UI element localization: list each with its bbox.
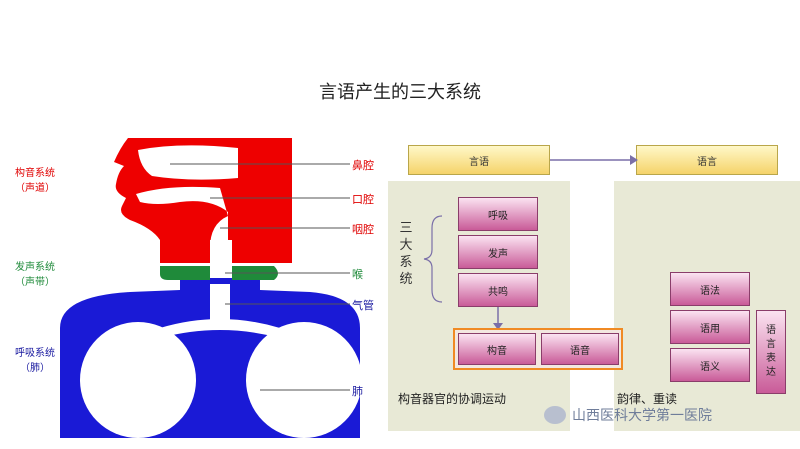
box-grammar: 语法 xyxy=(670,272,750,306)
system-phonation: 发声系统 （声带） xyxy=(0,260,70,290)
vocal-tract-diagram xyxy=(60,138,360,438)
arrow-speech-to-language xyxy=(550,155,638,165)
three-systems-vertical: 三大系统 xyxy=(399,221,413,287)
label-lung: 肺 xyxy=(352,385,363,398)
box-language-expression: 语言表达 xyxy=(756,310,786,394)
wechat-icon xyxy=(544,406,566,424)
oral-cavity xyxy=(136,186,228,263)
coordination-caption: 构音器官的协调运动 xyxy=(398,392,507,406)
box-respiration: 呼吸 xyxy=(458,197,538,231)
arrow-down xyxy=(493,307,503,330)
box-resonance: 共鸣 xyxy=(458,273,538,307)
system-name: 构音系统 xyxy=(15,168,55,179)
label-trachea: 气管 xyxy=(352,299,374,312)
box-pragmatics: 语用 xyxy=(670,310,750,344)
system-name: 呼吸系统 xyxy=(15,348,55,359)
label-pharynx: 咽腔 xyxy=(352,223,374,236)
box-articulation: 构音 xyxy=(458,333,536,365)
left-lung xyxy=(80,322,196,438)
box-speech-sound: 语音 xyxy=(541,333,619,365)
system-sub: （肺） xyxy=(20,363,50,374)
system-articulatory: 构音系统 （声道） xyxy=(0,166,70,196)
system-respiratory: 呼吸系统 （肺） xyxy=(0,346,70,376)
bronchi xyxy=(160,319,280,338)
system-name: 发声系统 xyxy=(15,262,55,273)
system-sub: （声道） xyxy=(15,183,55,194)
watermark: 山西医科大学第一医院 xyxy=(572,408,712,424)
box-semantics: 语义 xyxy=(670,348,750,382)
brace xyxy=(423,215,443,303)
right-lung xyxy=(246,322,360,438)
language-bar: 语言 xyxy=(636,145,778,175)
system-sub: （声带） xyxy=(15,277,55,288)
label-nasal: 鼻腔 xyxy=(352,159,374,172)
nasal-cavity xyxy=(138,145,238,180)
box-phonation: 发声 xyxy=(458,235,538,269)
label-oral: 口腔 xyxy=(352,193,374,206)
larynx xyxy=(160,266,210,280)
rhythm-caption: 韵律、重读 xyxy=(617,392,678,406)
trachea xyxy=(210,284,230,320)
page-title: 言语产生的三大系统 xyxy=(319,82,481,103)
label-larynx: 喉 xyxy=(352,268,363,281)
speech-bar: 言语 xyxy=(408,145,550,175)
